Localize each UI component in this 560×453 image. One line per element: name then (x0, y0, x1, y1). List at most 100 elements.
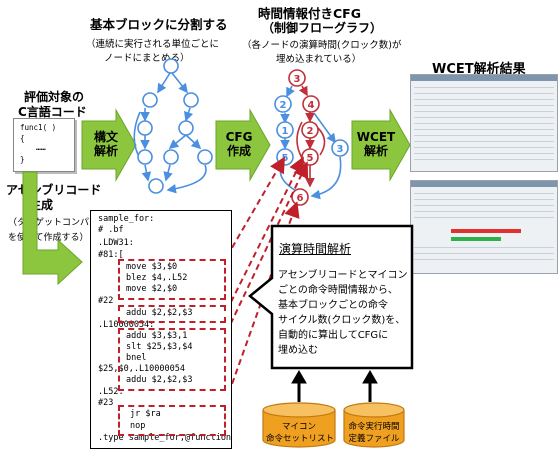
wcet-label-1: WCET (356, 130, 396, 144)
basic-block-graph (133, 72, 207, 194)
cfg-create-arrow (215, 108, 271, 182)
asm-line: bnel (126, 353, 147, 363)
asm-line: #22 (98, 296, 114, 306)
analysis-line: アセンブリコードとマイコン (278, 270, 408, 281)
asm-block-outline (118, 305, 226, 323)
asm-gen-note-2: を使って作成する） (8, 233, 89, 243)
target-title-1: 評価対象の (24, 90, 85, 104)
target-title-2: C言語コード (18, 105, 87, 119)
asm-line: move $3,$0 (126, 262, 178, 272)
wcet-arrow-label: WCET 解析 (354, 130, 398, 158)
cfg-node (274, 95, 292, 113)
analysis-line: ごとの命令時間情報から、 (278, 285, 398, 296)
c-code-line: func1( ) (20, 123, 57, 132)
result-title: WCET解析結果 (432, 62, 526, 77)
cfg-note-1: （各ノードの演算時間(クロック数)が (242, 40, 402, 51)
asm-line: .LDW31: (98, 238, 134, 248)
asm-line: .type sample_for,@function (98, 433, 232, 443)
parse-label-1: 構文 (93, 130, 118, 144)
analysis-line: 自動的に算出してCFGに (278, 330, 389, 341)
wcet-label-2: 解析 (363, 144, 388, 158)
analysis-line: 埋め込む (278, 345, 318, 356)
wcet-result-screenshot-2 (410, 180, 558, 274)
cfg-subtitle: （制御フローグラフ） (262, 21, 383, 35)
cfg-node-label: 3 (337, 144, 344, 155)
asm-line: jr $ra (130, 409, 161, 419)
asm-line: sample_for: (98, 214, 155, 224)
cfg-node (302, 95, 320, 113)
cfg-arrow-label: CFG 作成 (219, 130, 259, 158)
asm-block-outline (118, 259, 226, 300)
db1-label-1: マイコン (281, 422, 316, 432)
split-note-1: （連続に実行される単位ごとに (86, 39, 220, 50)
asm-line: .L52: (98, 387, 124, 397)
asm-line: addu $2,$2,$3 (126, 308, 193, 318)
bb-node (178, 120, 194, 136)
asm-gen-note-1: （ターゲットコンパイラ (8, 218, 108, 228)
cfg-node-label: 5 (307, 153, 314, 164)
c-code-line: } (20, 155, 25, 164)
cfg-node-label: 4 (308, 100, 315, 111)
asm-line: addu $2,$2,$3 (126, 375, 193, 385)
cfg-node (276, 121, 294, 139)
cfg-label-1: CFG (225, 130, 253, 144)
cfg-note-2: 埋め込まれている） (276, 54, 362, 65)
cfg-node-label: 3 (294, 74, 301, 85)
cfg-title: 時間情報付きCFG (258, 6, 361, 21)
cfg-node-label: 2 (307, 126, 314, 137)
asm-line: blez $4,.L52 (126, 273, 188, 283)
db1-label-2: 命令セットリスト (266, 434, 335, 444)
asm-line: addu $3,$3,1 (126, 331, 188, 341)
bb-node (197, 149, 213, 165)
asm-block-outline (118, 405, 226, 436)
cfg-node (288, 69, 306, 87)
asm-block-outline (118, 328, 226, 391)
c-code-box: func1( ) { …… } (13, 118, 75, 172)
wcet-result-screenshot-1 (410, 74, 558, 172)
cfg-node-label: 1 (282, 126, 289, 137)
bb-node (183, 92, 199, 108)
asm-line: # .bf (98, 225, 124, 235)
db-arrows (291, 370, 378, 402)
asm-line: #81:[ (98, 250, 124, 260)
asm-line: #23 (98, 398, 114, 408)
db-microcontroller (262, 402, 336, 448)
bb-node (163, 58, 179, 74)
db2-label-2: 定義ファイル (348, 434, 400, 444)
cfg-label-2: 作成 (226, 144, 251, 158)
c-code-line: { (20, 134, 25, 143)
analysis-line: サイクル数(クロック数)を、 (278, 315, 406, 326)
bb-node (148, 178, 164, 194)
cfg-node-label: 6 (297, 193, 304, 204)
bb-node (142, 92, 158, 108)
split-title: 基本ブロックに分割する (90, 17, 228, 32)
analysis-line: 基本ブロックごとの命令 (278, 300, 388, 311)
split-note-2: ノードにまとめる） (104, 53, 190, 64)
parse-arrow-label: 構文 解析 (86, 130, 126, 158)
asm-line: $25,$0,.L10000054 (98, 364, 185, 374)
c-code-line: …… (36, 143, 46, 152)
bb-node (137, 149, 153, 165)
cfg-node (301, 121, 319, 139)
asm-line: nop (130, 421, 146, 431)
db-timing (343, 402, 405, 448)
cfg-nodes (274, 69, 349, 206)
parse-arrow (81, 108, 137, 182)
bb-node (137, 120, 153, 136)
analysis-title: 演算時間解析 (279, 242, 352, 256)
db2-label-1: 命令実行時間 (348, 422, 400, 432)
wcet-arrow (351, 108, 411, 182)
analysis-callout (248, 224, 414, 370)
parse-label-2: 解析 (93, 144, 118, 158)
cfg-node (291, 188, 309, 206)
basic-block-nodes (137, 58, 213, 194)
cfg-node (331, 139, 349, 157)
bb-node (163, 149, 179, 165)
cfg-node-label: 5 (282, 153, 289, 164)
cfg-node-label: 2 (280, 100, 287, 111)
asm-line: move $2,$0 (126, 284, 178, 294)
asm-line: .L10000054: (98, 320, 155, 330)
asm-gen-arrow (22, 171, 83, 286)
asm-line: slt $25,$3,$4 (126, 342, 193, 352)
